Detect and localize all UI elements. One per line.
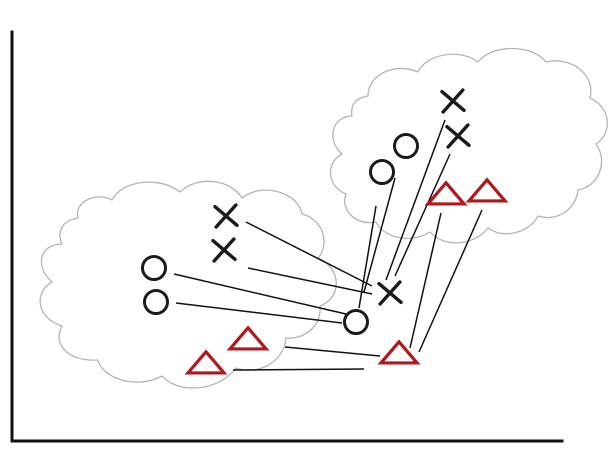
link-rx2-tx	[394, 153, 451, 277]
link-lx1-tx	[245, 221, 373, 287]
target-cluster-triangle-marker	[377, 339, 421, 365]
left-cloud	[39, 180, 337, 389]
target-cluster-circle-marker	[343, 309, 369, 335]
link-rc1-tc	[358, 205, 377, 309]
right-cloud-triangle-marker	[424, 180, 468, 206]
link-lt1-tt	[232, 368, 365, 371]
left-cloud-cross-marker	[211, 237, 237, 263]
left-cloud-circle-marker	[143, 289, 169, 315]
link-lt2-tt	[284, 346, 381, 357]
link-lc2-tc	[175, 302, 343, 324]
left-cloud-triangle-marker	[184, 349, 228, 375]
right-cloud-cross-marker	[440, 88, 466, 114]
link-lc1-tc	[173, 273, 347, 315]
correspondence-lines	[173, 119, 483, 371]
link-lx2-tx	[247, 267, 373, 295]
link-rx1-tx	[385, 119, 446, 281]
left-cloud-circle-marker	[141, 255, 167, 281]
axes	[10, 30, 564, 443]
left-cloud-cross-marker	[213, 203, 239, 229]
target-cluster-cross-marker	[377, 280, 403, 306]
link-rt1-tt	[409, 212, 442, 349]
markers	[141, 88, 509, 375]
link-rc2-tc	[363, 177, 396, 293]
right-cloud-circle-marker	[393, 133, 419, 159]
right-cloud-triangle-marker	[465, 177, 509, 203]
link-rt2-tt	[418, 209, 483, 353]
right-cloud-circle-marker	[369, 159, 395, 185]
left-cloud-triangle-marker	[226, 325, 270, 351]
right-cloud-cross-marker	[445, 123, 471, 149]
